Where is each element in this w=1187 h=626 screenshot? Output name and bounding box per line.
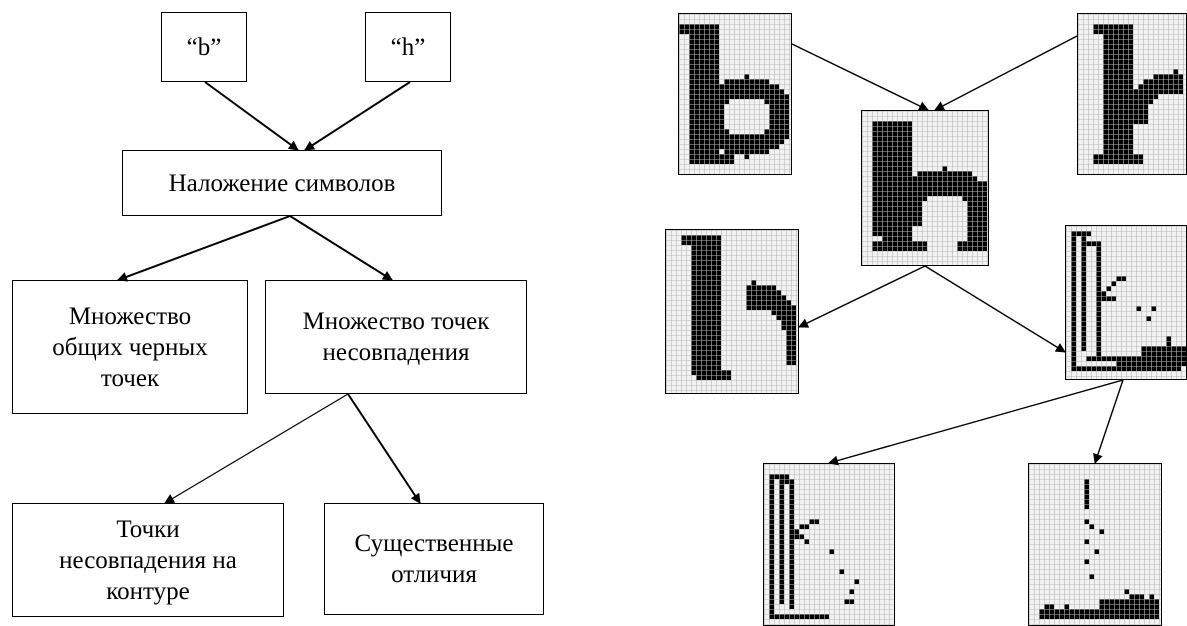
arrow-mismatch-to-significant xyxy=(347,393,421,504)
contour-points-box: Точки несовпадения на контуре xyxy=(12,503,284,617)
input-h-label: “h” xyxy=(390,33,426,61)
input-h-box: “h” xyxy=(365,12,451,82)
arrow-b-to-overlay xyxy=(204,81,299,151)
input-b-label: “b” xyxy=(186,33,222,61)
significant-diff-box: Существенные отличия xyxy=(324,503,544,615)
common-points-image xyxy=(665,229,799,394)
significant-points-image xyxy=(1028,463,1162,626)
mismatch-points-box: Множество точек несовпадения xyxy=(265,280,527,394)
glyph-b-image xyxy=(678,13,792,175)
arrow-overlay-to-mismatch xyxy=(289,215,393,281)
arrow-img-overlay-to-mismatch xyxy=(924,265,1066,353)
overlay-label: Наложение символов xyxy=(168,169,396,197)
significant-diff-label: Существенные отличия xyxy=(354,530,514,588)
arrow-img-mismatch-to-significant xyxy=(1093,379,1124,464)
arrow-overlay-to-common xyxy=(117,215,291,282)
arrow-img-b-to-overlay xyxy=(791,43,929,111)
arrow-img-mismatch-to-contour xyxy=(828,379,1124,466)
common-points-label: Множество общих черных точек xyxy=(52,302,208,392)
mismatch-points-image xyxy=(1065,225,1187,380)
arrow-img-overlay-to-common xyxy=(798,265,926,328)
contour-points-image xyxy=(763,463,895,626)
arrow-h-to-overlay xyxy=(304,81,411,151)
overlay-box: Наложение символов xyxy=(122,150,442,216)
arrow-img-h-to-overlay xyxy=(934,35,1078,111)
overlay-image xyxy=(861,110,989,266)
arrow-mismatch-to-contour xyxy=(164,393,349,504)
contour-points-label: Точки несовпадения на контуре xyxy=(59,515,237,605)
mismatch-points-label: Множество точек несовпадения xyxy=(302,308,490,366)
glyph-h-image xyxy=(1077,13,1187,175)
common-points-box: Множество общих черных точек xyxy=(12,280,248,414)
input-b-box: “b” xyxy=(161,12,247,82)
